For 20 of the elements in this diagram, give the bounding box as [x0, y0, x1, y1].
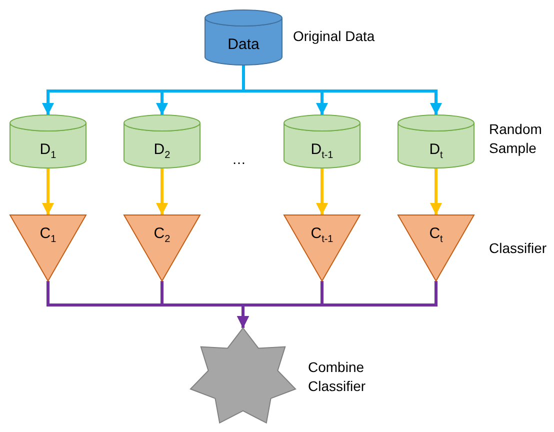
node-label: D$_{2}$ — [152, 141, 172, 163]
side-label: Combine Classifier — [308, 358, 367, 396]
arrow — [316, 168, 328, 215]
node-label: D$_{t-1}$ — [310, 141, 334, 163]
arrow — [156, 168, 168, 215]
node-label: C$_{2}$ — [152, 225, 172, 247]
side-label: Random Sample — [489, 120, 543, 158]
arrow — [237, 281, 438, 328]
ellipsis-label: … — [232, 150, 246, 169]
node-label: C$_{t}$ — [428, 225, 444, 247]
arrow — [430, 168, 442, 215]
side-label: Original Data — [293, 27, 376, 46]
arrow — [242, 65, 442, 115]
node-label: C$_{1}$ — [38, 225, 58, 247]
node-label: C$_{t-1}$ — [310, 225, 334, 247]
node-label: D$_{1}$ — [38, 141, 58, 163]
side-label: Classifier — [489, 239, 548, 258]
node-label: D$_{t}$ — [428, 141, 444, 163]
node-label: Data — [226, 36, 260, 54]
arrow — [42, 168, 54, 215]
